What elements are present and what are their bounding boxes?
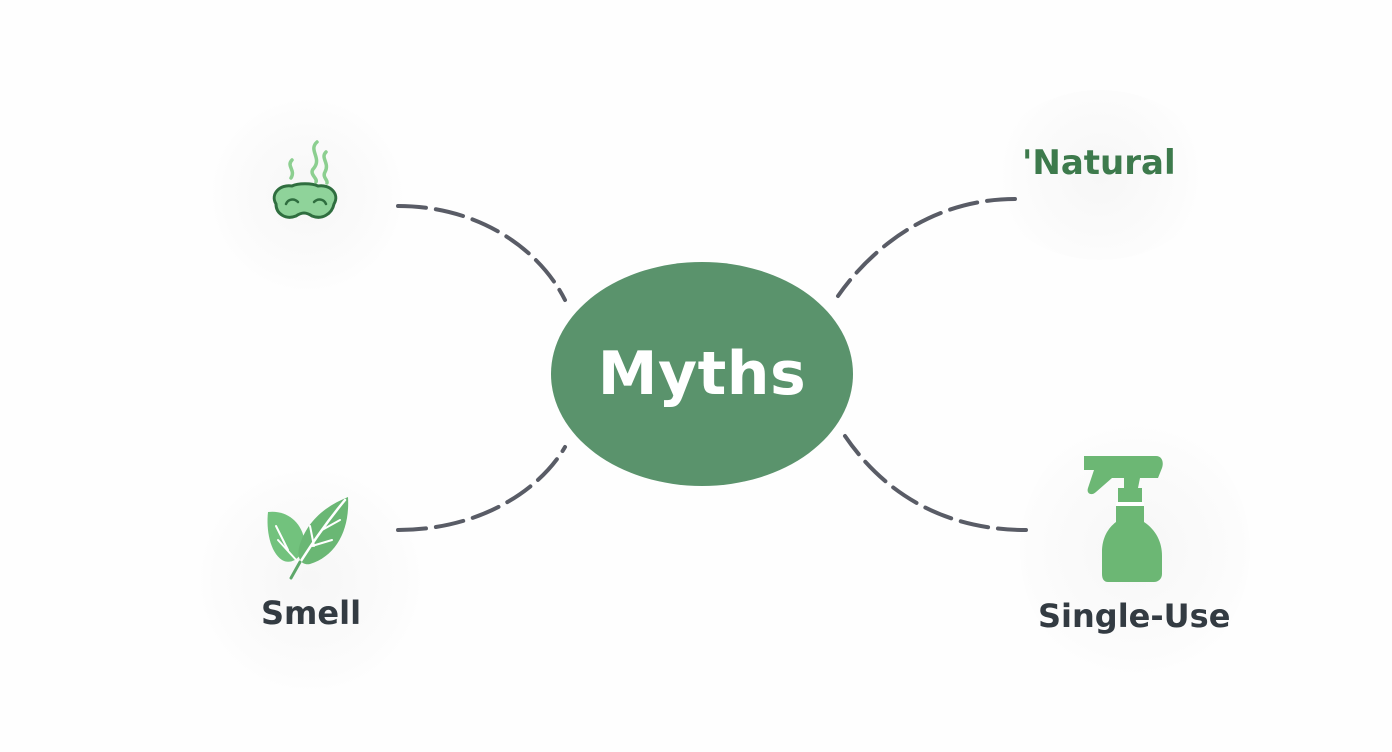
node-label-single-use: Single-Use [1038, 597, 1231, 635]
leaf-icon [267, 497, 349, 580]
node-label-smell: Smell [261, 594, 362, 632]
connector-top-left [396, 204, 567, 302]
nose-smell-icon [272, 140, 338, 219]
central-node [551, 262, 853, 486]
central-node-label: Myths [597, 339, 807, 409]
connector-bottom-right [843, 434, 1028, 532]
connector-top-right [836, 197, 1017, 298]
spray-bottle-icon [1084, 456, 1163, 582]
connector-bottom-left [396, 445, 567, 532]
halo-bottom-left [200, 470, 420, 690]
halo-top-right [990, 90, 1210, 260]
node-label-natural: 'Natural [1022, 143, 1176, 183]
